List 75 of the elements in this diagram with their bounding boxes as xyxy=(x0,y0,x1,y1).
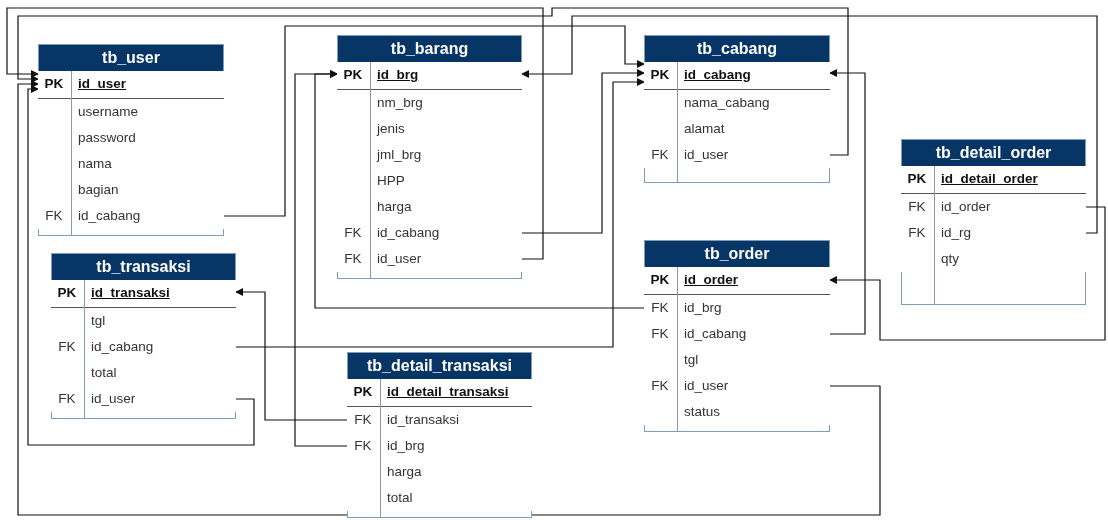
field-name: tgl xyxy=(90,312,106,330)
field-name: id_user xyxy=(683,146,729,164)
field-name: username xyxy=(77,103,139,121)
field-name: id_user xyxy=(683,377,729,395)
key-label: FK xyxy=(57,338,77,356)
field-name: id_transaksi xyxy=(90,284,170,302)
table-header: tb_barang xyxy=(338,36,521,62)
key-label: FK xyxy=(353,411,373,429)
key-label: FK xyxy=(44,207,64,225)
key-label: FK xyxy=(907,224,927,242)
key-label: FK xyxy=(650,146,670,164)
key-label: FK xyxy=(57,390,77,408)
key-label: PK xyxy=(56,284,78,302)
field-name: id_cabang xyxy=(376,224,440,242)
field-name: HPP xyxy=(376,172,405,190)
connector xyxy=(27,85,255,446)
field-name: id_brg xyxy=(386,437,425,455)
field-name: id_brg xyxy=(376,66,419,84)
table-row xyxy=(38,71,224,99)
key-label: FK xyxy=(650,299,670,317)
field-name: harga xyxy=(386,463,422,481)
field-name: bagian xyxy=(77,181,119,199)
field-name: total xyxy=(90,364,117,382)
field-name: nama_cabang xyxy=(683,94,770,112)
field-name: tgl xyxy=(683,351,699,369)
field-name: id_detail_transaksi xyxy=(386,383,509,401)
table-header: tb_detail_transaksi xyxy=(348,353,531,379)
field-name: id_brg xyxy=(683,299,722,317)
field-name: jml_brg xyxy=(375,146,422,164)
field-name: id_user xyxy=(90,390,136,408)
field-name: alamat xyxy=(683,120,725,138)
field-name: nm_brg xyxy=(376,94,423,112)
table-header: tb_order xyxy=(645,241,829,267)
key-label: FK xyxy=(907,198,927,216)
key-label: FK xyxy=(353,437,373,455)
field-name: status xyxy=(683,403,721,421)
connector xyxy=(828,206,1106,341)
field-name: id_cabang xyxy=(77,207,141,225)
connector xyxy=(234,288,349,421)
connector xyxy=(520,15,1098,234)
field-name: id_cabang xyxy=(683,325,747,343)
table-header: tb_user xyxy=(39,45,223,71)
table-header: tb_cabang xyxy=(645,36,829,62)
table-header: tb_detail_order xyxy=(902,140,1085,166)
key-label: PK xyxy=(906,170,928,188)
key-label: PK xyxy=(649,271,671,289)
key-label: FK xyxy=(343,224,363,242)
field-name: total xyxy=(386,489,413,507)
table-header: tb_transaksi xyxy=(52,254,235,280)
key-label: PK xyxy=(352,383,374,401)
field-name: id_cabang xyxy=(90,338,154,356)
field-name: jenis xyxy=(375,120,405,138)
key-label: PK xyxy=(649,66,671,84)
field-name: id_rg xyxy=(940,224,972,242)
key-label: PK xyxy=(342,66,364,84)
field-name: id_order xyxy=(683,271,738,289)
connector xyxy=(294,70,349,447)
connector xyxy=(17,7,849,156)
field-name: nama xyxy=(77,155,112,173)
field-name: id_cabang xyxy=(683,66,751,84)
key-label: FK xyxy=(650,325,670,343)
field-name: qty xyxy=(940,250,959,268)
key-label: FK xyxy=(343,250,363,268)
connector xyxy=(828,69,866,335)
field-name: id_user xyxy=(77,75,127,93)
connector xyxy=(6,7,544,260)
table-row xyxy=(644,62,830,90)
field-name: harga xyxy=(376,198,412,216)
key-label: FK xyxy=(650,377,670,395)
field-name: id_order xyxy=(940,198,991,216)
field-name: password xyxy=(77,129,136,147)
field-name: id_transaksi xyxy=(386,411,460,429)
key-label: PK xyxy=(43,75,65,93)
field-name: id_detail_order xyxy=(940,170,1038,188)
field-name: id_user xyxy=(376,250,422,268)
